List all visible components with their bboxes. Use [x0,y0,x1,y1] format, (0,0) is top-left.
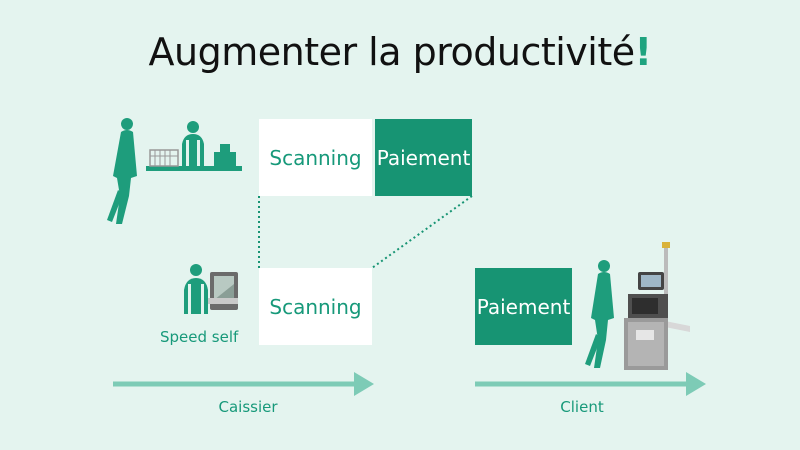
page-title: Augmenter la productivité! [0,30,800,74]
walking-customer-icon [107,118,137,224]
top-scanning-label: Scanning [269,145,362,170]
speed-self-label: Speed self [160,328,239,346]
middle-scanning-box: Scanning [259,268,372,345]
dotted-connector-diagonal [371,195,473,269]
caissier-arrow [113,372,374,396]
right-payment-box: Paiement [475,268,572,345]
title-text: Augmenter la productivité [148,30,636,74]
speed-self-cashier-icon [184,264,238,314]
client-arrow [475,372,706,396]
client-label: Client [560,398,604,416]
middle-scanning-label: Scanning [269,294,362,319]
top-scanning-box: Scanning [259,119,372,196]
title-exclamation: ! [634,30,652,74]
caissier-label: Caissier [218,398,278,416]
top-payment-label: Paiement [376,145,471,170]
top-payment-box: Paiement [375,119,472,196]
cashier-counter-icon [146,121,242,171]
self-checkout-kiosk-icon [624,242,690,370]
walking-client-icon [585,260,614,368]
right-payment-label: Paiement [476,294,571,319]
